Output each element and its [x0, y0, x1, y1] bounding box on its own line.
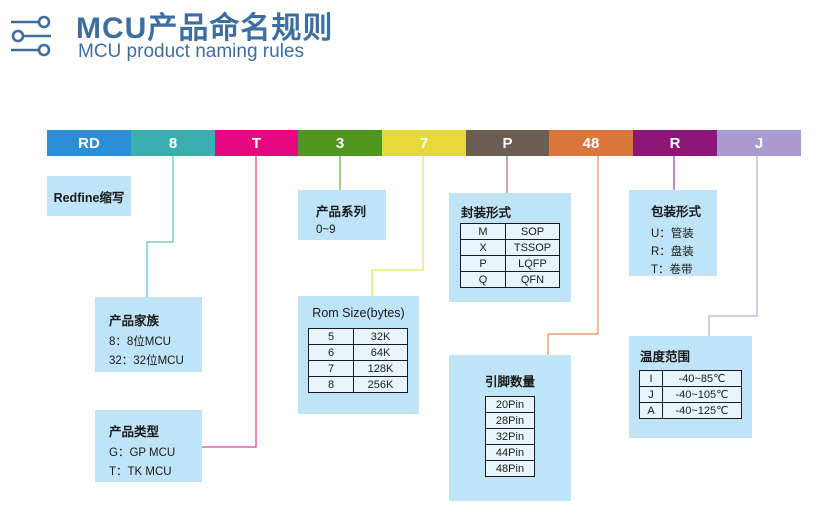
connector-pins [547, 156, 599, 355]
table-cell: 128K [353, 360, 408, 377]
table-cell: 32K [353, 328, 408, 345]
rom-title: Rom Size(bytes) [312, 306, 405, 320]
table-cell: -40~105℃ [662, 386, 742, 403]
type-line: T：TK MCU [109, 466, 172, 478]
segment-series: 3 [298, 130, 382, 156]
sliders-icon [11, 15, 51, 57]
table-row: 48Pin [485, 460, 535, 477]
family-box: 产品家族 8：8位MCU 32：32位MCU [95, 297, 202, 372]
segment-packing: R [633, 130, 717, 156]
table-cell: 32Pin [485, 428, 535, 445]
table-row: J-40~105℃ [639, 386, 742, 403]
temp-table: I-40~85℃ J-40~105℃ A-40~125℃ [639, 370, 742, 419]
segment-package: P [466, 130, 549, 156]
page-title: MCU产品命名规则 [76, 12, 334, 45]
series-title: 产品系列 [316, 205, 367, 219]
series-line: 0~9 [316, 224, 336, 236]
type-box: 产品类型 G：GP MCU T：TK MCU [95, 410, 202, 482]
temp-box: 温度范围 I-40~85℃ J-40~105℃ A-40~125℃ [629, 336, 752, 438]
segment-pins: 48 [549, 130, 633, 156]
redfine-title: Redfine缩写 [53, 190, 125, 205]
table-cell: SOP [505, 223, 560, 240]
table-cell: J [639, 386, 663, 403]
connector-family [146, 156, 174, 297]
type-line: G：GP MCU [109, 447, 176, 459]
table-row: 32Pin [485, 428, 535, 445]
table-row: A-40~125℃ [639, 402, 742, 419]
packing-line: R：盘装 [651, 246, 694, 258]
table-cell: 48Pin [485, 460, 535, 477]
packing-line: T：卷带 [651, 264, 693, 276]
table-row: 28Pin [485, 412, 535, 429]
pins-table: 20Pin 28Pin 32Pin 44Pin 48Pin [485, 396, 535, 477]
package-title: 封装形式 [461, 206, 512, 220]
table-cell: TSSOP [505, 239, 560, 256]
packing-title: 包装形式 [651, 205, 702, 219]
table-cell: 5 [308, 328, 354, 345]
table-row: 44Pin [485, 444, 535, 461]
table-cell: 64K [353, 344, 408, 361]
family-line: 32：32位MCU [109, 355, 184, 367]
pins-title: 引脚数量 [484, 375, 535, 389]
family-line: 8：8位MCU [109, 336, 171, 348]
table-cell: A [639, 402, 663, 419]
table-cell: 8 [308, 376, 354, 393]
packing-box: 包装形式 U：管装 R：盘装 T：卷带 [629, 190, 717, 276]
table-row: 20Pin [485, 396, 535, 413]
table-cell: 6 [308, 344, 354, 361]
temp-title: 温度范围 [640, 350, 691, 364]
redfine-box: Redfine缩写 [47, 176, 131, 216]
pins-box: 引脚数量 20Pin 28Pin 32Pin 44Pin 48Pin [449, 355, 571, 501]
table-row: I-40~85℃ [639, 370, 742, 387]
family-title: 产品家族 [109, 314, 160, 328]
table-cell: 7 [308, 360, 354, 377]
table-cell: I [639, 370, 663, 387]
table-cell: P [460, 255, 506, 272]
segment-family: 8 [131, 130, 215, 156]
segment-rd: RD [47, 130, 131, 156]
connector-type [202, 156, 257, 448]
connector-temp [708, 156, 758, 336]
table-cell: 44Pin [485, 444, 535, 461]
page-subtitle: MCU product naming rules [78, 41, 304, 62]
connector-rom [371, 156, 424, 296]
table-cell: QFN [505, 271, 560, 288]
segment-temp: J [717, 130, 801, 156]
table-cell: M [460, 223, 506, 240]
series-box: 产品系列 0~9 [298, 190, 386, 240]
table-cell: X [460, 239, 506, 256]
table-cell: -40~85℃ [662, 370, 742, 387]
type-title: 产品类型 [109, 425, 160, 439]
table-cell: -40~125℃ [662, 402, 742, 419]
table-cell: LQFP [505, 255, 560, 272]
table-cell: 20Pin [485, 396, 535, 413]
table-cell: Q [460, 271, 506, 288]
segment-rom: 7 [382, 130, 466, 156]
table-cell: 28Pin [485, 412, 535, 429]
segment-type: T [215, 130, 298, 156]
table-cell: 256K [353, 376, 408, 393]
packing-line: U：管装 [651, 228, 694, 240]
